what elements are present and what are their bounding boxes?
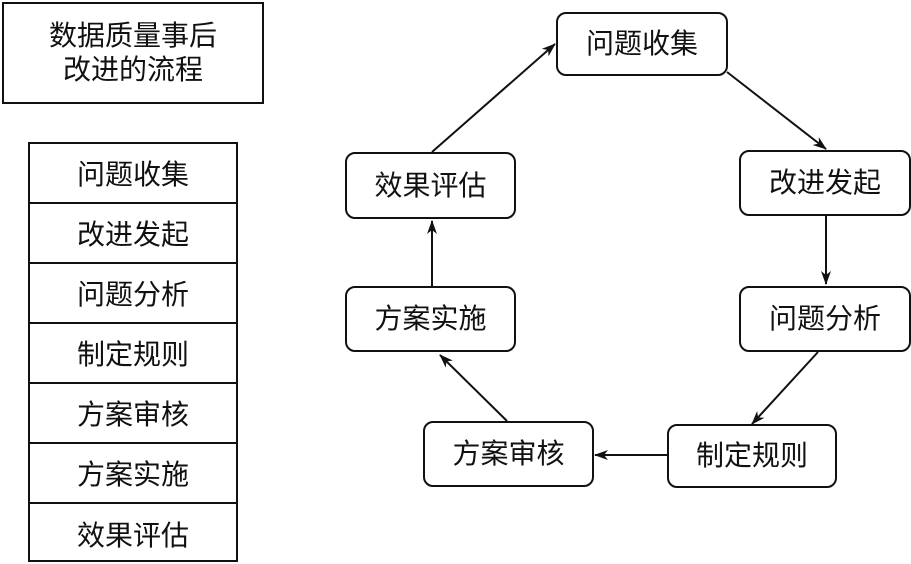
step-list: 问题收集 改进发起 问题分析 制定规则 方案审核 方案实施 效果评估 [28,142,238,562]
list-item: 效果评估 [76,519,189,552]
list-item: 方案审核 [30,384,236,444]
node-initiate: 改进发起 [739,150,911,216]
node-rules: 制定规则 [667,424,837,488]
list-item: 问题收集 [30,144,236,204]
node-analyze: 问题分析 [739,286,911,352]
node-review: 方案审核 [423,421,594,487]
list-item: 方案实施 [30,444,236,504]
list-item: 问题分析 [30,264,236,324]
node-implement: 方案实施 [345,286,516,352]
diagram-title: 数据质量事后 改进的流程 [2,2,264,104]
arrow-analyze-to-rules [751,351,819,425]
title-line-1: 数据质量事后 [48,19,217,53]
arrow-collect-to-initiate [726,71,827,150]
node-evaluate: 效果评估 [345,152,516,219]
list-item: 制定规则 [30,324,236,384]
node-collect: 问题收集 [556,12,728,76]
arrow-review-to-implement [439,354,508,422]
title-line-2: 改进的流程 [62,53,203,86]
arrow-evaluate-to-collect [431,43,556,153]
list-item: 改进发起 [30,204,236,264]
